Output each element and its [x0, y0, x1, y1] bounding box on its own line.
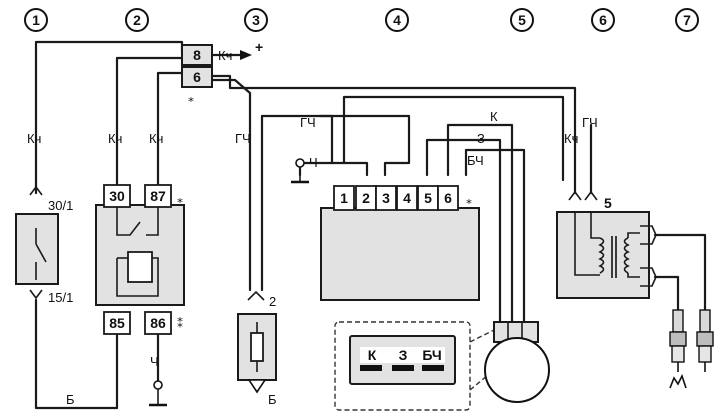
svg-text:4: 4 — [403, 190, 411, 206]
switch-bottom-terminal-icon — [29, 289, 43, 300]
control-unit-pins: 1 2 3 4 5 6 — [333, 185, 459, 211]
component-number-2: 2 — [125, 8, 149, 32]
wire-label-w6: К — [490, 109, 498, 124]
connector-pin-8: 8 — [193, 47, 201, 63]
component-number-5: 5 — [510, 8, 534, 32]
coil-terminal-2-icon — [584, 190, 598, 201]
hall-plug: К З БЧ — [349, 335, 456, 385]
spark-plug-icon-2 — [696, 309, 714, 372]
connector-block: 8 6 Кч + ⁎ — [181, 39, 263, 105]
connector-mark: ⁎ — [188, 91, 194, 105]
wire-label-w10: ГЧ — [582, 115, 598, 130]
coil-pin: 5 — [604, 195, 612, 211]
sensor-output-icon — [247, 379, 267, 394]
relay: Кч Кч 30 87 ⁎ 85 86 ⁑ Ч — [95, 131, 185, 407]
component-number-1: 1 — [24, 8, 48, 32]
wire-label-w5: ГЧ — [300, 115, 316, 130]
hall-sensor-body — [484, 337, 550, 403]
component-number-6: 6 — [591, 8, 615, 32]
wire-label-w4: ГЧ — [235, 131, 251, 146]
component-number-4: 4 — [385, 8, 409, 32]
svg-text:1: 1 — [340, 190, 348, 206]
wire-label-ground-4: Ч — [309, 155, 318, 170]
spark-icon — [669, 373, 687, 389]
svg-text:6: 6 — [599, 12, 607, 28]
control-unit-mark: ⁎ — [466, 193, 472, 207]
wire-label-w8: БЧ — [467, 153, 484, 168]
wire-label-w2: Кч — [108, 131, 122, 146]
ignition-switch: Кч 30/1 15/1 Б — [15, 131, 75, 407]
relay-pin-87: 87 — [150, 188, 166, 204]
relay-pin-86: 86 — [150, 315, 166, 331]
switch-top-terminal-icon — [29, 185, 43, 196]
svg-text:2: 2 — [362, 190, 370, 206]
hall-plug-label-bch: БЧ — [422, 347, 441, 363]
wire-label-w3: Кч — [149, 131, 163, 146]
relay-pin-85: 85 — [109, 315, 125, 331]
sensor: ГЧ 2 Б — [235, 131, 277, 407]
hall-plug-label-k: К — [368, 347, 377, 363]
svg-text:2: 2 — [133, 12, 141, 28]
wire-label-w1: Кч — [27, 131, 41, 146]
svg-text:4: 4 — [393, 12, 401, 28]
svg-text:5: 5 — [518, 12, 526, 28]
wire-label-sensor-out: Б — [268, 392, 277, 407]
sensor-terminal-icon — [247, 290, 265, 301]
supply-label: Кч — [218, 48, 232, 63]
svg-text:1: 1 — [32, 12, 40, 28]
relay-mark-87: ⁎ — [177, 192, 183, 206]
hall-sensor: К З БЧ — [334, 321, 550, 411]
coil-windings-icon — [574, 212, 640, 278]
component-number-3: 3 — [244, 8, 268, 32]
coil-output-2-icon — [640, 267, 657, 287]
spark-plug-icon-1 — [669, 309, 687, 389]
svg-text:3: 3 — [382, 190, 390, 206]
svg-text:6: 6 — [444, 190, 452, 206]
wire-label-w7: З — [477, 131, 485, 146]
coil-output-1-icon — [640, 225, 657, 245]
wire-label-w9: Кч — [564, 131, 578, 146]
svg-text:5: 5 — [424, 190, 432, 206]
relay-pin-30: 30 — [109, 188, 125, 204]
switch-bottom-pin: 15/1 — [48, 290, 73, 305]
wire-label-ground-2: Ч — [150, 354, 159, 369]
switch-top-pin: 30/1 — [48, 198, 73, 213]
wire-label-bottom: Б — [66, 392, 75, 407]
hall-plug-label-z: З — [399, 347, 408, 363]
coil-terminal-1-icon — [568, 190, 582, 201]
sensor-pin: 2 — [269, 294, 276, 309]
ignition-coil: Кч ГЧ 5 — [556, 115, 657, 299]
component-numbers: 1 2 3 4 5 6 7 — [24, 8, 699, 32]
switch-contact-icon — [35, 243, 47, 263]
spark-plugs — [669, 309, 714, 389]
svg-text:7: 7 — [683, 12, 691, 28]
sensor-element-icon — [250, 332, 264, 362]
relay-mark-86: ⁑ — [177, 317, 183, 331]
component-number-7: 7 — [675, 8, 699, 32]
control-unit: ГЧ Ч К З БЧ 1 2 3 4 5 6 ⁎ — [291, 109, 498, 301]
supply-arrow-icon — [240, 50, 252, 60]
ground-icon-2 — [149, 389, 167, 407]
relay-coil-icon — [116, 207, 159, 297]
connector-pin-6: 6 — [193, 69, 201, 85]
supply-sign: + — [255, 39, 263, 55]
ground-icon-4 — [291, 167, 309, 184]
svg-text:3: 3 — [252, 12, 260, 28]
